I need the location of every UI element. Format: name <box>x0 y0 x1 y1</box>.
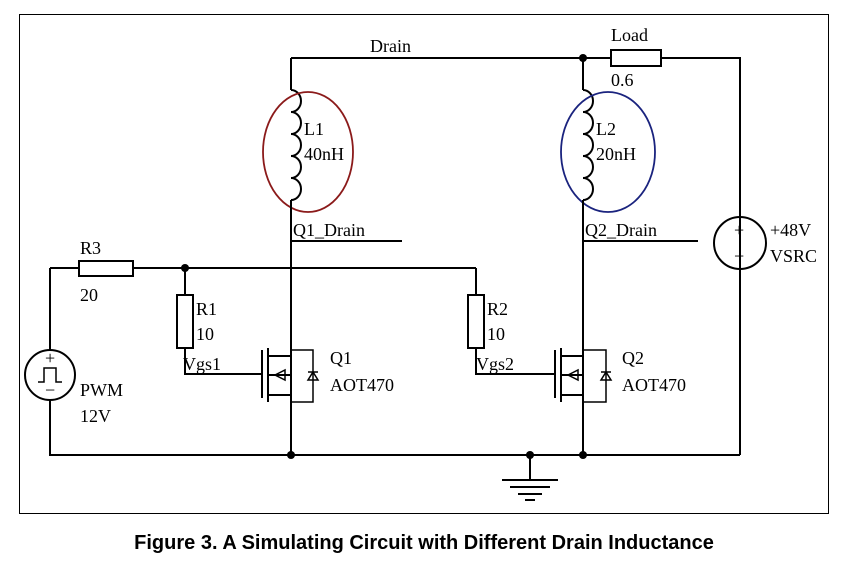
label-vgs2: Vgs2 <box>476 354 514 374</box>
label-l1-name: L1 <box>304 119 324 139</box>
label-r1-name: R1 <box>196 299 217 319</box>
inductor-l2 <box>582 89 594 201</box>
wire-top-right <box>661 57 741 455</box>
label-q2-drain: Q2_Drain <box>585 220 657 240</box>
wire-pwm <box>49 268 740 456</box>
label-r2-name: R2 <box>487 299 508 319</box>
l2-highlight-ellipse <box>560 91 656 213</box>
l1-highlight-ellipse <box>262 91 354 213</box>
circuit-diagram: Drain Load 0.6 L1 40nH L2 20nH Q1_Drain … <box>24 25 817 501</box>
label-pwm-minus: − <box>45 380 55 400</box>
label-vsrc-plus: + <box>734 220 744 240</box>
wire-r2 <box>475 268 555 375</box>
label-drain-top: Drain <box>370 36 411 56</box>
q2-mosfet <box>554 348 613 403</box>
label-vsrc-value: +48V <box>770 220 811 240</box>
label-pwm-value: 12V <box>80 406 111 426</box>
label-q1-part: AOT470 <box>330 375 394 395</box>
r1-resistor <box>176 294 194 349</box>
junction-q2-bottom <box>579 451 587 459</box>
r2-resistor <box>467 294 485 349</box>
junction-load <box>579 54 587 62</box>
label-q1-drain: Q1_Drain <box>293 220 365 240</box>
label-r1-value: 10 <box>196 324 214 344</box>
label-vsrc-minus: − <box>734 246 744 266</box>
label-l1-value: 40nH <box>304 144 344 164</box>
junction-q1-bottom <box>287 451 295 459</box>
label-vsrc-name: VSRC <box>770 246 817 266</box>
label-load-value: 0.6 <box>611 70 634 90</box>
label-q2-name: Q2 <box>622 348 644 368</box>
label-load-name: Load <box>611 25 648 45</box>
diagram-frame <box>19 14 829 514</box>
wire-r1 <box>184 268 262 375</box>
q1-mosfet <box>261 348 320 403</box>
label-r2-value: 10 <box>487 324 505 344</box>
label-q1-name: Q1 <box>330 348 352 368</box>
ground-icon <box>502 455 558 501</box>
label-l2-name: L2 <box>596 119 616 139</box>
label-r3-value: 20 <box>80 285 98 305</box>
label-pwm-name: PWM <box>80 380 123 400</box>
label-q2-part: AOT470 <box>622 375 686 395</box>
label-vgs1: Vgs1 <box>183 354 221 374</box>
inductor-l1 <box>290 89 302 201</box>
label-l2-value: 20nH <box>596 144 636 164</box>
r3-resistor <box>78 260 134 277</box>
load-resistor <box>610 49 662 67</box>
figure-caption: Figure 3. A Simulating Circuit with Diff… <box>134 532 714 554</box>
label-r3-name: R3 <box>80 238 101 258</box>
pwm-pulse-icon <box>38 367 62 383</box>
vsrc-symbol <box>713 216 767 270</box>
pwm-source-symbol <box>24 349 76 401</box>
label-pwm-plus: + <box>45 348 55 368</box>
